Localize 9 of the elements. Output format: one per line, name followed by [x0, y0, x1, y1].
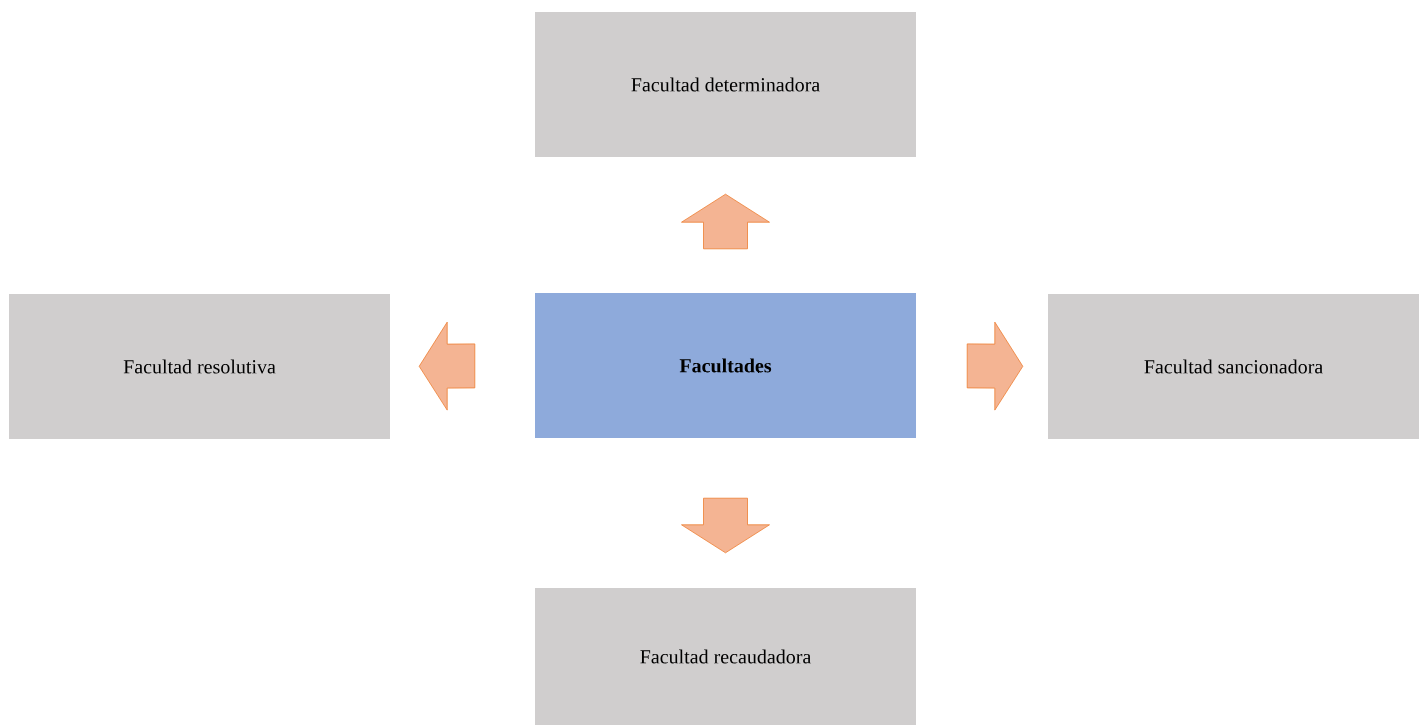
process-box: Facultad resolutiva — [9, 294, 390, 439]
block-arrow — [418, 321, 476, 411]
process-box: Facultad determinadora — [535, 12, 916, 157]
process-box: Facultad sancionadora — [1048, 294, 1419, 439]
block-arrow — [966, 321, 1024, 411]
block-arrow — [681, 497, 770, 554]
center-box: Facultades — [535, 293, 916, 438]
block-arrow — [681, 193, 770, 250]
process-box: Facultad recaudadora — [535, 588, 916, 725]
